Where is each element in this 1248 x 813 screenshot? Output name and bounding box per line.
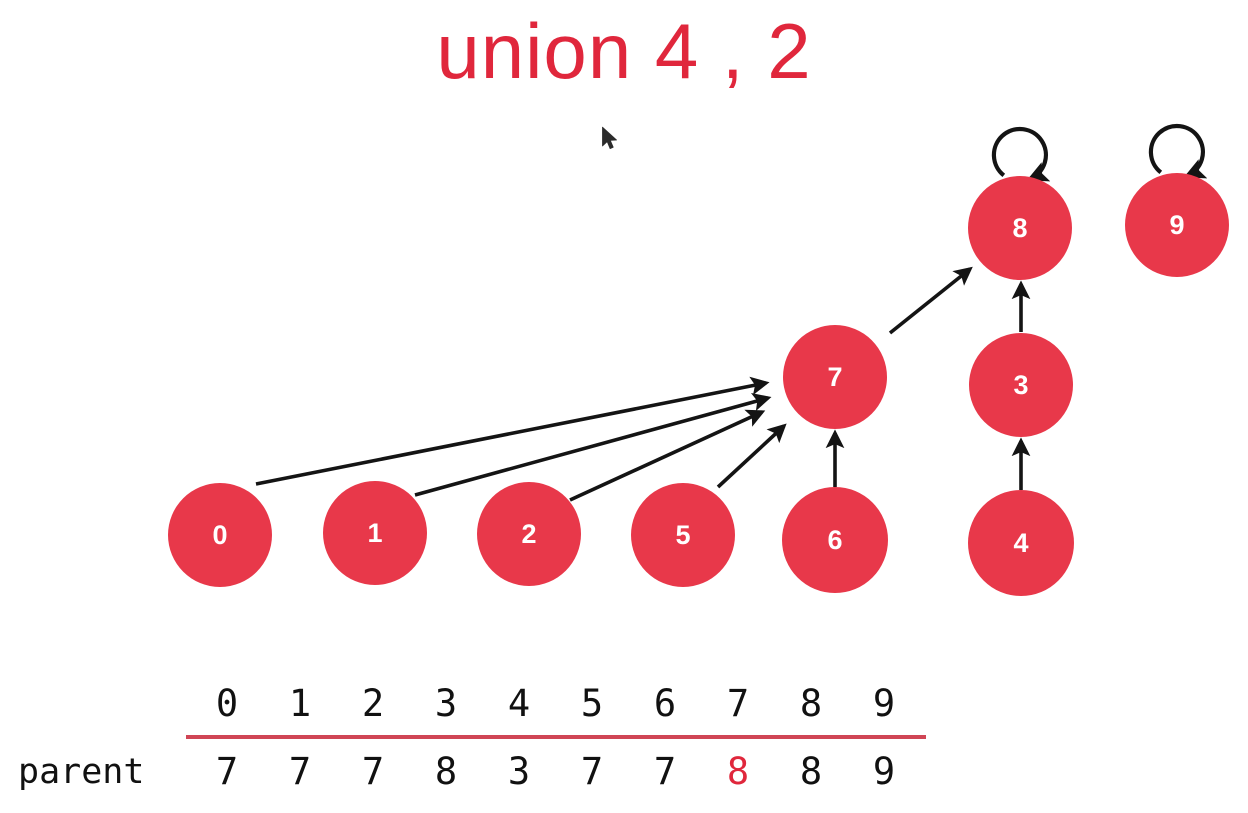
table-index-cell-2: 2	[361, 682, 385, 725]
node-9-label: 9	[1169, 209, 1185, 240]
node-1[interactable]: 1	[323, 481, 427, 585]
table-parent-cell-5: 7	[580, 750, 604, 793]
table-index-cell-9: 9	[872, 682, 896, 725]
node-8-label: 8	[1012, 212, 1028, 243]
node-2-label: 2	[521, 518, 537, 549]
table-parent-cell-6: 7	[653, 750, 677, 793]
table-index-cell-8: 8	[799, 682, 823, 725]
edge-7-to-8	[888, 266, 973, 335]
node-2[interactable]: 2	[477, 482, 581, 586]
table-parent-cell-9: 9	[872, 750, 896, 793]
node-5-label: 5	[675, 519, 691, 550]
edge-0-to-7	[255, 376, 770, 486]
table-row-label: parent	[18, 752, 145, 792]
node-6-label: 6	[827, 524, 843, 555]
edge-1-to-7	[414, 392, 772, 497]
node-6[interactable]: 6	[782, 487, 888, 593]
table-parent-cell-3: 8	[434, 750, 458, 793]
node-9[interactable]: 9	[1125, 173, 1229, 277]
node-3-label: 3	[1013, 369, 1029, 400]
table-index-cell-5: 5	[580, 682, 604, 725]
node-5[interactable]: 5	[631, 483, 735, 587]
table-parent-cell-8: 8	[799, 750, 823, 793]
self-loop-group	[991, 123, 1208, 182]
node-4-label: 4	[1013, 527, 1029, 558]
table-index-cell-6: 6	[653, 682, 677, 725]
node-3[interactable]: 3	[969, 333, 1073, 437]
table-index-cell-1: 1	[288, 682, 312, 725]
table-parent-cell-0: 7	[215, 750, 239, 793]
table-parent-cell-1: 7	[288, 750, 312, 793]
self-loop-9	[1148, 123, 1208, 179]
table-divider-rule	[186, 735, 926, 739]
node-1-label: 1	[367, 517, 383, 548]
table-index-cell-4: 4	[507, 682, 531, 725]
table-parent-cell-4: 3	[507, 750, 531, 793]
edge-5-to-7	[716, 423, 787, 489]
node-7[interactable]: 7	[783, 325, 887, 429]
table-parent-row: 7 7 7 8 3 7 7 8 8 9	[0, 748, 1248, 796]
edge-group	[255, 266, 1031, 502]
table-index-row: 0 1 2 3 4 5 6 7 8 9	[0, 680, 1248, 728]
table-index-cell-3: 3	[434, 682, 458, 725]
node-7-label: 7	[827, 361, 843, 392]
node-8[interactable]: 8	[968, 176, 1072, 280]
table-index-cell-7: 7	[726, 682, 750, 725]
table-index-cell-0: 0	[215, 682, 239, 725]
self-loop-8	[991, 126, 1051, 182]
page-title: union 4 , 2	[436, 7, 812, 95]
table-parent-cell-2: 7	[361, 750, 385, 793]
table-parent-cell-7: 8	[726, 750, 750, 793]
node-0[interactable]: 0	[168, 483, 272, 587]
node-4[interactable]: 4	[968, 490, 1074, 596]
mouse-pointer-icon	[602, 126, 617, 149]
node-0-label: 0	[212, 519, 228, 550]
parent-array-table: 0 1 2 3 4 5 6 7 8 9 parent 7 7 7 8 3 7 7 8 8 9	[0, 668, 1248, 813]
